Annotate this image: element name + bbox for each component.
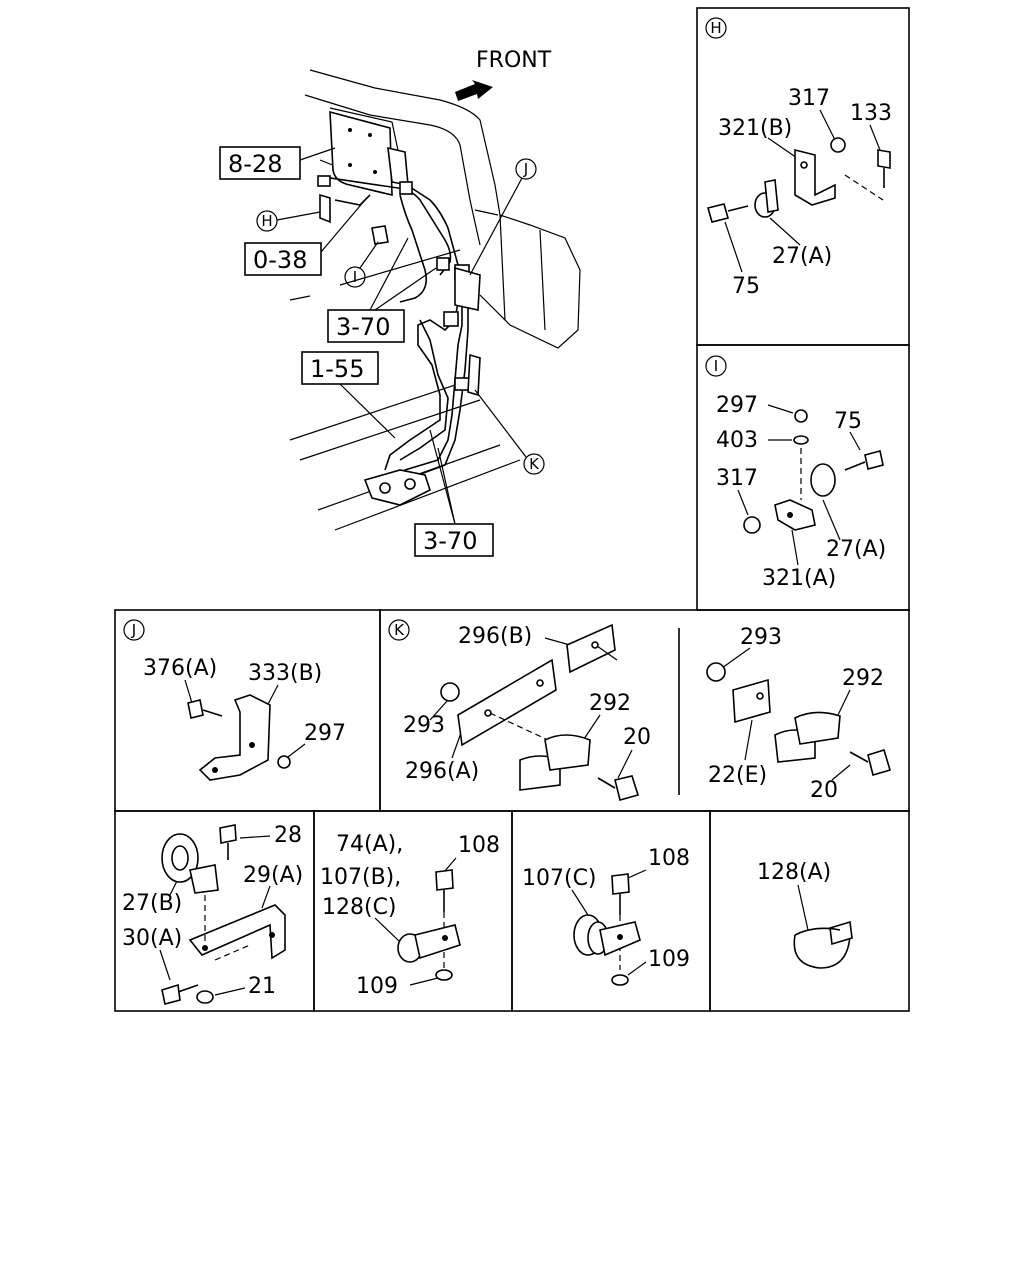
label-21: 21 bbox=[248, 974, 276, 999]
ref-1-55: 1-55 bbox=[310, 355, 364, 383]
label-107b: 107(B), bbox=[320, 865, 401, 890]
label-292: 292 bbox=[589, 691, 631, 716]
bracket-k bbox=[467, 353, 481, 397]
label-376a: 376(A) bbox=[143, 656, 217, 681]
brake-pipe-4 bbox=[394, 300, 463, 481]
label-109: 109 bbox=[356, 974, 398, 999]
clip-i bbox=[371, 225, 389, 245]
ref-0-38: 0-38 bbox=[253, 246, 307, 274]
label-75: 75 bbox=[732, 274, 760, 299]
lower-valve bbox=[363, 469, 431, 506]
svg-text:K: K bbox=[529, 455, 540, 473]
label-27a: 27(A) bbox=[826, 537, 886, 562]
svg-text:J: J bbox=[523, 160, 528, 178]
frame-rails bbox=[289, 379, 521, 531]
ref-box-8-28 bbox=[219, 146, 301, 180]
brake-pipe-2 bbox=[399, 194, 428, 303]
panel-k: K 296(B) 293 292 20 296(A) 293 292 22(E)… bbox=[388, 619, 891, 803]
ref-box-0-38 bbox=[244, 242, 322, 276]
valve-body bbox=[387, 146, 409, 186]
callout-h: H bbox=[256, 210, 321, 232]
callout-i: I bbox=[344, 241, 379, 288]
fitting bbox=[454, 377, 470, 391]
label-29a: 29(A) bbox=[243, 863, 303, 888]
label-403: 403 bbox=[716, 428, 758, 453]
brake-pipe-6 bbox=[399, 319, 449, 461]
label-317: 317 bbox=[716, 466, 758, 491]
panel-bottom-3: 107(C) 108 109 bbox=[522, 846, 690, 986]
label-296b: 296(B) bbox=[458, 624, 532, 649]
panel-bottom-4: 128(A) bbox=[757, 860, 853, 969]
label-297: 297 bbox=[304, 721, 346, 746]
label-27a: 27(A) bbox=[772, 244, 832, 269]
panel-bottom-2: 74(A), 108 107(B), 128(C) 109 bbox=[320, 832, 500, 999]
brake-pipe-5 bbox=[409, 300, 469, 479]
label-109: 109 bbox=[648, 947, 690, 972]
panel-frames bbox=[114, 7, 910, 1012]
fitting bbox=[317, 175, 331, 187]
label-292-right: 292 bbox=[842, 666, 884, 691]
label-27b: 27(B) bbox=[122, 891, 182, 916]
label-321a: 321(A) bbox=[762, 566, 836, 591]
panel-j: J 376(A) 333(B) 297 bbox=[123, 619, 346, 781]
label-108: 108 bbox=[648, 846, 690, 871]
callout-k: K bbox=[474, 389, 545, 475]
panel-tag-j: J bbox=[131, 621, 136, 639]
label-75: 75 bbox=[834, 409, 862, 434]
chassis-outline bbox=[304, 69, 581, 349]
callout-j: J bbox=[469, 158, 537, 276]
ref-8-28: 8-28 bbox=[228, 150, 282, 178]
frame-top bbox=[289, 249, 461, 301]
label-128c: 128(C) bbox=[322, 895, 397, 920]
fitting bbox=[399, 181, 413, 195]
mount-plate bbox=[329, 110, 393, 197]
cable-tie bbox=[793, 929, 851, 969]
label-22e: 22(E) bbox=[708, 763, 767, 788]
label-20-right: 20 bbox=[810, 778, 838, 803]
panel-tag-k: K bbox=[394, 621, 405, 639]
label-296a: 296(A) bbox=[405, 759, 479, 784]
fitting bbox=[443, 311, 459, 327]
fitting bbox=[436, 257, 450, 271]
label-333b: 333(B) bbox=[248, 661, 322, 686]
label-297: 297 bbox=[716, 393, 758, 418]
panel-h: H 317 133 321(B) 27(A) 75 bbox=[705, 17, 892, 299]
label-133: 133 bbox=[850, 101, 892, 126]
panel-tag-h: H bbox=[710, 19, 721, 37]
label-321b: 321(B) bbox=[718, 116, 792, 141]
label-28: 28 bbox=[274, 823, 302, 848]
front-arrow-icon bbox=[455, 80, 493, 101]
label-30a: 30(A) bbox=[122, 926, 182, 951]
label-128a: 128(A) bbox=[757, 860, 831, 885]
brake-pipe-3 bbox=[384, 184, 461, 471]
ref-box-3-70-lower bbox=[414, 523, 494, 557]
front-label: FRONT bbox=[476, 48, 552, 73]
ref-3-70-upper: 3-70 bbox=[336, 313, 390, 341]
label-20: 20 bbox=[623, 725, 651, 750]
label-293-right: 293 bbox=[740, 625, 782, 650]
label-74a: 74(A), bbox=[336, 832, 403, 857]
svg-text:H: H bbox=[261, 212, 272, 230]
panel-i: I 297 403 75 317 27(A) 321(A) bbox=[705, 355, 886, 591]
label-293: 293 bbox=[403, 713, 445, 738]
svg-text:I: I bbox=[353, 268, 357, 286]
ref-3-70-lower: 3-70 bbox=[423, 527, 477, 555]
label-108: 108 bbox=[458, 833, 500, 858]
panel-bottom-1: 28 27(B) 29(A) 30(A) 21 bbox=[122, 823, 303, 1005]
ref-box-3-70-upper bbox=[327, 309, 405, 343]
label-107c: 107(C) bbox=[522, 866, 597, 891]
bracket-j bbox=[454, 266, 481, 311]
panel-tag-i: I bbox=[714, 357, 718, 375]
label-317: 317 bbox=[788, 86, 830, 111]
clip-h bbox=[319, 193, 331, 224]
main-view: FRONT 8-28 bbox=[219, 48, 581, 557]
